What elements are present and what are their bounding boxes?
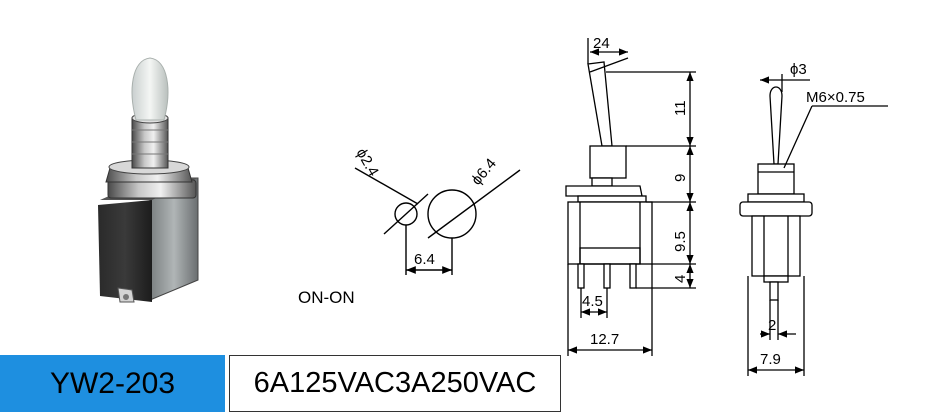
large-hole-dia-label: ϕ6.4 <box>468 155 500 188</box>
switch-photo <box>98 57 199 303</box>
model-label: YW2-203 <box>0 355 225 412</box>
lever-angle-label: 24 <box>593 35 610 52</box>
lever-tip-dia-label: ϕ3 <box>790 61 807 78</box>
lever-height-label: 11 <box>672 100 689 116</box>
small-hole-dia-label: ϕ2.4 <box>353 146 382 180</box>
bushing-height-label: 9 <box>672 174 689 182</box>
hole-spacing-label: 6.4 <box>414 251 435 268</box>
rating-label: 6A125VAC3A250VAC <box>229 355 561 412</box>
terminal-width-label: 2 <box>768 317 776 334</box>
circuit-label: ON-ON <box>298 288 355 307</box>
panel-hole-diagram <box>354 167 521 275</box>
thread-label: M6×0.75 <box>806 89 865 106</box>
large-hole <box>427 189 477 239</box>
terminal-pitch-label: 4.5 <box>582 293 603 310</box>
front-view <box>565 38 696 356</box>
side-body-width-label: 7.9 <box>760 351 781 368</box>
terminal-length-label: 4 <box>672 275 689 283</box>
body-width-label: 12.7 <box>590 331 619 348</box>
side-view <box>739 74 888 376</box>
body-height-label: 9.5 <box>672 231 689 252</box>
